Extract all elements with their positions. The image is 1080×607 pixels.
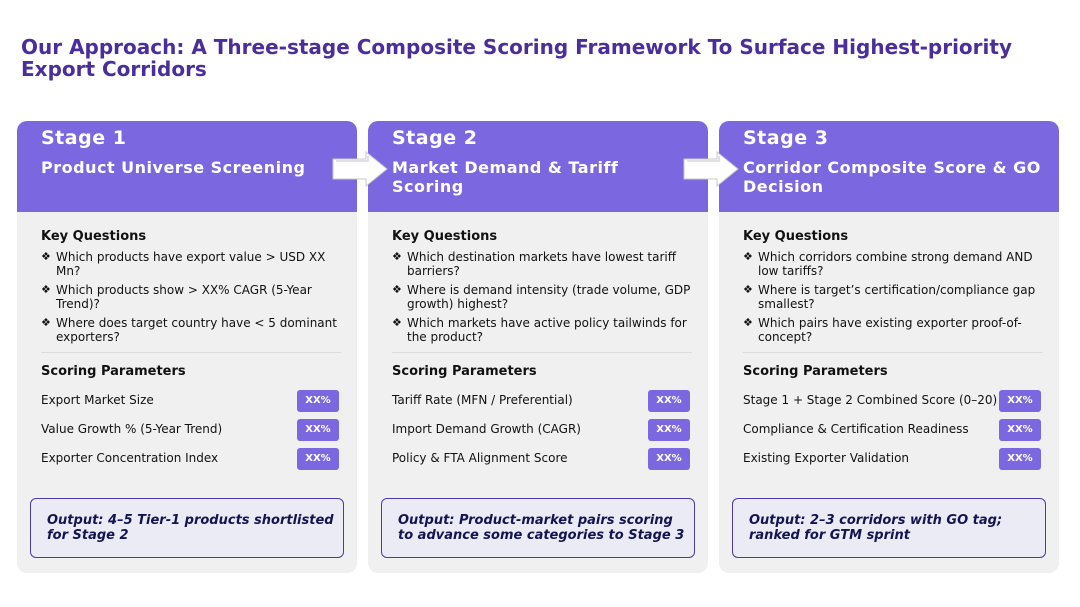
section-divider (41, 352, 341, 353)
diamond-bullet-icon: ❖ (743, 316, 753, 329)
param-row: Import Demand Growth (CAGR) XX% (392, 419, 690, 441)
stage-label: Stage 1 (41, 127, 127, 149)
score-badge: XX% (999, 419, 1041, 441)
param-row: Compliance & Certification Readiness XX% (743, 419, 1041, 441)
param-name: Compliance & Certification Readiness (743, 422, 969, 436)
diamond-bullet-icon: ❖ (743, 283, 753, 296)
diamond-bullet-icon: ❖ (41, 316, 51, 329)
stage-header: Stage 2 Market Demand & Tariff Scoring (368, 121, 708, 212)
param-name: Value Growth % (5-Year Trend) (41, 422, 223, 436)
diamond-bullet-icon: ❖ (743, 250, 753, 263)
diamond-bullet-icon: ❖ (392, 250, 402, 263)
key-questions-heading: Key Questions (392, 229, 498, 244)
score-badge: XX% (999, 448, 1041, 470)
param-row: Tariff Rate (MFN / Preferential) XX% (392, 390, 690, 412)
key-questions-heading: Key Questions (743, 229, 849, 244)
question-list: ❖Which products have export value > USD … (41, 250, 341, 349)
stage-label: Stage 3 (743, 127, 829, 149)
output-box: Output: 2–3 corridors with GO tag; ranke… (732, 498, 1046, 558)
param-row: Policy & FTA Alignment Score XX% (392, 448, 690, 470)
output-text: Output: 2–3 corridors with GO tag; ranke… (749, 513, 1003, 543)
param-row: Export Market Size XX% (41, 390, 339, 412)
question-item: ❖Where is target’s certification/complia… (743, 283, 1036, 311)
diamond-bullet-icon: ❖ (41, 283, 51, 296)
key-questions-heading: Key Questions (41, 229, 147, 244)
section-divider (743, 352, 1043, 353)
stage-name: Product Universe Screening (41, 158, 306, 177)
question-item: ❖Where is demand intensity (trade volume… (392, 283, 691, 311)
score-badge: XX% (297, 448, 339, 470)
output-text: Output: Product-market pairs scoring to … (398, 513, 685, 543)
stage-header: Stage 1 Product Universe Screening (17, 121, 357, 212)
question-item: ❖Which products show > XX% CAGR (5-Year … (41, 283, 312, 311)
page-title: Our Approach: A Three-stage Composite Sc… (21, 35, 1012, 81)
param-name: Tariff Rate (MFN / Preferential) (392, 393, 573, 407)
score-badge: XX% (648, 390, 690, 412)
score-badge: XX% (999, 390, 1041, 412)
param-name: Export Market Size (41, 393, 154, 407)
scoring-parameters-heading: Scoring Parameters (743, 364, 888, 379)
diamond-bullet-icon: ❖ (392, 283, 402, 296)
stage-label: Stage 2 (392, 127, 478, 149)
param-name: Policy & FTA Alignment Score (392, 451, 568, 465)
score-badge: XX% (297, 390, 339, 412)
question-item: ❖Which destination markets have lowest t… (392, 250, 677, 278)
scoring-parameters-heading: Scoring Parameters (41, 364, 186, 379)
param-row: Value Growth % (5-Year Trend) XX% (41, 419, 339, 441)
score-badge: XX% (648, 448, 690, 470)
stage-card-3: Stage 3 Corridor Composite Score & GO De… (719, 121, 1059, 573)
question-list: ❖Which destination markets have lowest t… (392, 250, 692, 349)
param-name: Existing Exporter Validation (743, 451, 910, 465)
question-item: ❖Which corridors combine strong demand A… (743, 250, 1033, 278)
diamond-bullet-icon: ❖ (392, 316, 402, 329)
score-badge: XX% (648, 419, 690, 441)
section-divider (392, 352, 692, 353)
param-name: Exporter Concentration Index (41, 451, 219, 465)
question-item: ❖Where does target country have < 5 domi… (41, 316, 337, 344)
stage-card-1: Stage 1 Product Universe Screening Key Q… (17, 121, 357, 573)
arrow-right-icon (683, 151, 739, 187)
output-box: Output: Product-market pairs scoring to … (381, 498, 695, 558)
stage-name: Market Demand & Tariff Scoring (392, 158, 619, 196)
scoring-parameters-heading: Scoring Parameters (392, 364, 537, 379)
param-name: Import Demand Growth (CAGR) (392, 422, 581, 436)
question-list: ❖Which corridors combine strong demand A… (743, 250, 1043, 349)
score-badge: XX% (297, 419, 339, 441)
question-item: ❖Which pairs have existing exporter proo… (743, 316, 1022, 344)
stage-name: Corridor Composite Score & GO Decision (743, 158, 1041, 196)
param-row: Stage 1 + Stage 2 Combined Score (0–20) … (743, 390, 1041, 412)
arrow-right-icon (332, 151, 388, 187)
param-name: Stage 1 + Stage 2 Combined Score (0–20) (743, 393, 998, 407)
diamond-bullet-icon: ❖ (41, 250, 51, 263)
question-item: ❖Which markets have active policy tailwi… (392, 316, 687, 344)
param-row: Exporter Concentration Index XX% (41, 448, 339, 470)
question-item: ❖Which products have export value > USD … (41, 250, 326, 278)
stage-header: Stage 3 Corridor Composite Score & GO De… (719, 121, 1059, 212)
stage-card-2: Stage 2 Market Demand & Tariff Scoring K… (368, 121, 708, 573)
output-box: Output: 4–5 Tier-1 products shortlisted … (30, 498, 344, 558)
param-row: Existing Exporter Validation XX% (743, 448, 1041, 470)
output-text: Output: 4–5 Tier-1 products shortlisted … (47, 513, 334, 543)
